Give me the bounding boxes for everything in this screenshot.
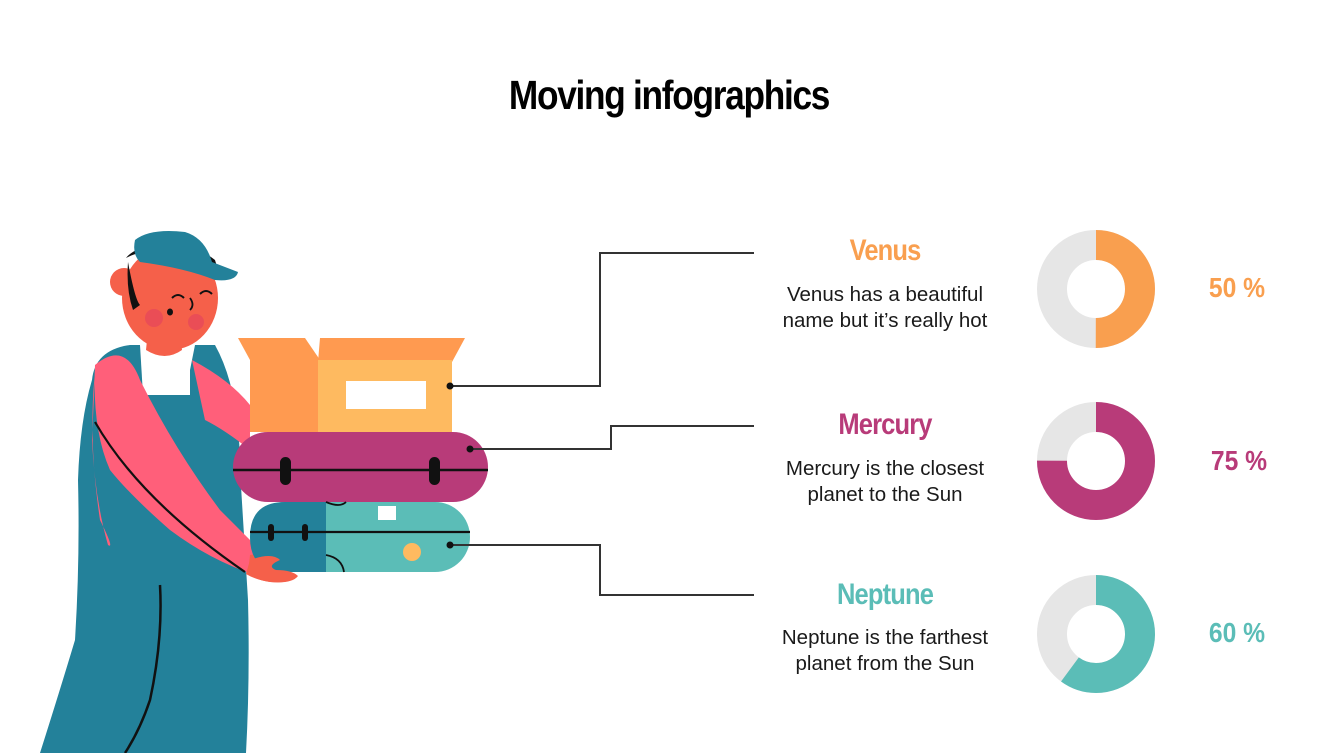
mercury-donut-chart bbox=[1037, 402, 1155, 520]
venus-description-line1: Venus has a beautiful bbox=[786, 283, 984, 306]
cardboard-box bbox=[238, 338, 465, 432]
venus-title: Venus bbox=[849, 234, 922, 267]
neptune-percent: 60 % bbox=[1208, 617, 1266, 648]
overalls bbox=[40, 345, 249, 753]
neptune-description: Neptune is the farthest planet from the … bbox=[755, 625, 1015, 677]
mover-illustration bbox=[40, 231, 488, 753]
purple-bag bbox=[233, 432, 488, 502]
mercury-title: Mercury bbox=[838, 408, 932, 441]
slide-title: Moving infographics bbox=[508, 72, 831, 118]
mercury-description-line2: planet to the Sun bbox=[807, 483, 963, 506]
head bbox=[110, 231, 238, 350]
mercury-description: Mercury is the closest planet to the Sun bbox=[755, 456, 1015, 508]
neptune-description-line1: Neptune is the farthest bbox=[781, 626, 989, 649]
neptune-donut-chart bbox=[1037, 575, 1155, 693]
mercury-percent: 75 % bbox=[1210, 445, 1268, 476]
neptune-description-line2: planet from the Sun bbox=[795, 652, 975, 675]
teal-bag bbox=[250, 501, 470, 573]
mercury-description-line1: Mercury is the closest bbox=[785, 457, 985, 480]
neptune-title: Neptune bbox=[836, 578, 934, 611]
venus-description: Venus has a beautiful name but it’s real… bbox=[755, 282, 1015, 334]
venus-percent: 50 % bbox=[1208, 272, 1266, 303]
venus-donut-chart bbox=[1037, 230, 1155, 348]
venus-description-line2: name but it’s really hot bbox=[782, 309, 988, 332]
